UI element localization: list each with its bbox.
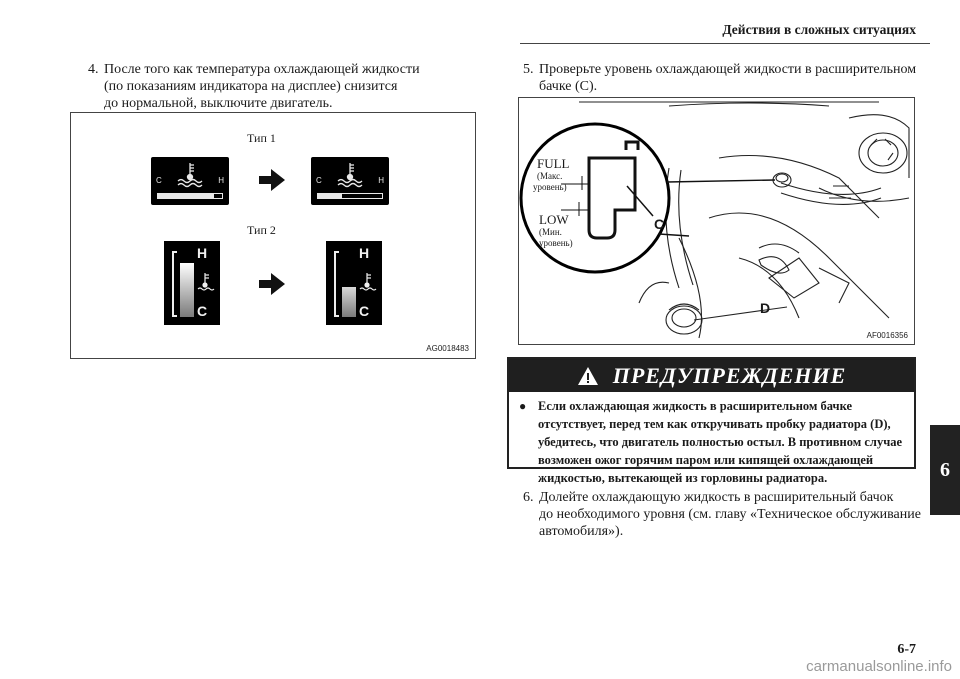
figure-code: AG0018483: [426, 344, 469, 353]
step-text-line: до необходимого уровня (см. главу «Техни…: [539, 507, 921, 522]
full-level-label: FULL: [537, 156, 570, 171]
gauge-hot-label: H: [197, 245, 208, 261]
gauge-bracket: [334, 251, 339, 317]
warning-line: убедитесь, что двигатель полностью остыл…: [538, 435, 903, 449]
watermark: carmanualsonline.info: [806, 658, 952, 675]
step-5: 5. Проверьте уровень охлаждающей жидкост…: [523, 61, 916, 95]
thermometer-icon: [177, 163, 203, 188]
low-level-note: уровень): [539, 238, 573, 248]
gauge-hot-label: H: [378, 176, 384, 185]
gauge-cold-label: C: [156, 176, 162, 185]
step-text-line: Проверьте уровень охлаждающей жидкости в…: [539, 62, 917, 77]
arrow-right-icon: [259, 273, 285, 295]
arrow-right-icon: [259, 169, 285, 191]
type1-label: Тип 1: [247, 131, 276, 145]
gauge-fill: [318, 194, 343, 198]
callout-c: C: [654, 216, 665, 232]
thermometer-icon: [337, 163, 363, 188]
step-number: 4.: [88, 62, 99, 77]
low-level-label: LOW: [539, 212, 569, 227]
chapter-tab: 6: [930, 425, 960, 515]
gauge-track: [317, 193, 383, 199]
warning-line: жидкостью, вытекающей из горловины радиа…: [538, 471, 828, 485]
type1-gauge-after: C H: [311, 157, 389, 205]
low-level-note: (Мин.: [539, 227, 562, 237]
type2-gauge-after: H C: [326, 241, 382, 325]
full-level-note: уровень): [533, 182, 567, 192]
gauge-fill: [158, 194, 215, 198]
step-number: 5.: [523, 62, 534, 77]
gauge-cold-label: C: [359, 303, 370, 319]
full-level-note: (Макс.: [537, 171, 563, 181]
step-text-line: автомобиля»).: [539, 524, 624, 539]
step-text-line: Долейте охлаждающую жидкость в расширите…: [539, 490, 894, 505]
warning-triangle-icon: [577, 366, 598, 385]
step-text-line: После того как температура охлаждающей ж…: [104, 62, 420, 77]
figure-code: AF0016356: [866, 331, 908, 340]
gauge-bar-track: [180, 251, 194, 317]
page-number: 6-7: [897, 642, 916, 657]
gauge-bar-fill: [180, 262, 194, 317]
gauge-bar-track: [342, 251, 356, 317]
step-text-line: (по показаниям индикатора на дисплее) сн…: [104, 79, 398, 94]
gauge-hot-label: H: [218, 176, 224, 185]
type2-gauge-before: H C: [164, 241, 220, 325]
gauge-cold-label: C: [316, 176, 322, 185]
gauge-bar-fill: [342, 287, 356, 317]
gauge-cold-label: C: [197, 303, 208, 319]
thermometer-icon: [197, 273, 215, 291]
step-6: 6. Долейте охлаждающую жидкость в расшир…: [523, 489, 921, 540]
callout-d: D: [760, 300, 771, 316]
thermometer-icon: [359, 273, 377, 291]
type2-label: Тип 2: [247, 223, 276, 237]
bullet-icon: ●: [519, 399, 527, 413]
engine-bay-drawing: [519, 101, 910, 339]
warning-line: отсутствует, перед тем как откручивать п…: [538, 417, 891, 431]
step-text-line: бачке (C).: [539, 79, 598, 94]
step-4: 4. После того как температура охлаждающе…: [88, 61, 420, 112]
step-text-line: до нормальной, выключите двигатель.: [104, 96, 333, 111]
warning-header: ПРЕДУПРЕЖДЕНИЕ: [509, 359, 914, 392]
warning-line: Если охлаждающая жидкость в расширительн…: [538, 399, 853, 413]
section-header: Действия в сложных ситуациях: [722, 22, 916, 37]
gauge-bracket: [172, 251, 177, 317]
warning-line: возможен ожог горячим паром или кипящей …: [538, 453, 874, 467]
gauge-track: [157, 193, 223, 199]
warning-title: ПРЕДУПРЕЖДЕНИЕ: [612, 362, 847, 388]
warning-text: ● Если охлаждающая жидкость в расширител…: [519, 397, 906, 487]
temperature-indicator-figure: Тип 1 Тип 2 C H C H: [70, 112, 476, 359]
step-number: 6.: [523, 490, 534, 505]
engine-bay-figure: FULL (Макс. уровень) LOW (Мин. уровень) …: [518, 97, 915, 345]
gauge-hot-label: H: [359, 245, 370, 261]
header-rule: [520, 43, 930, 44]
type1-gauge-before: C H: [151, 157, 229, 205]
warning-box: ПРЕДУПРЕЖДЕНИЕ ● Если охлаждающая жидкос…: [507, 357, 916, 485]
